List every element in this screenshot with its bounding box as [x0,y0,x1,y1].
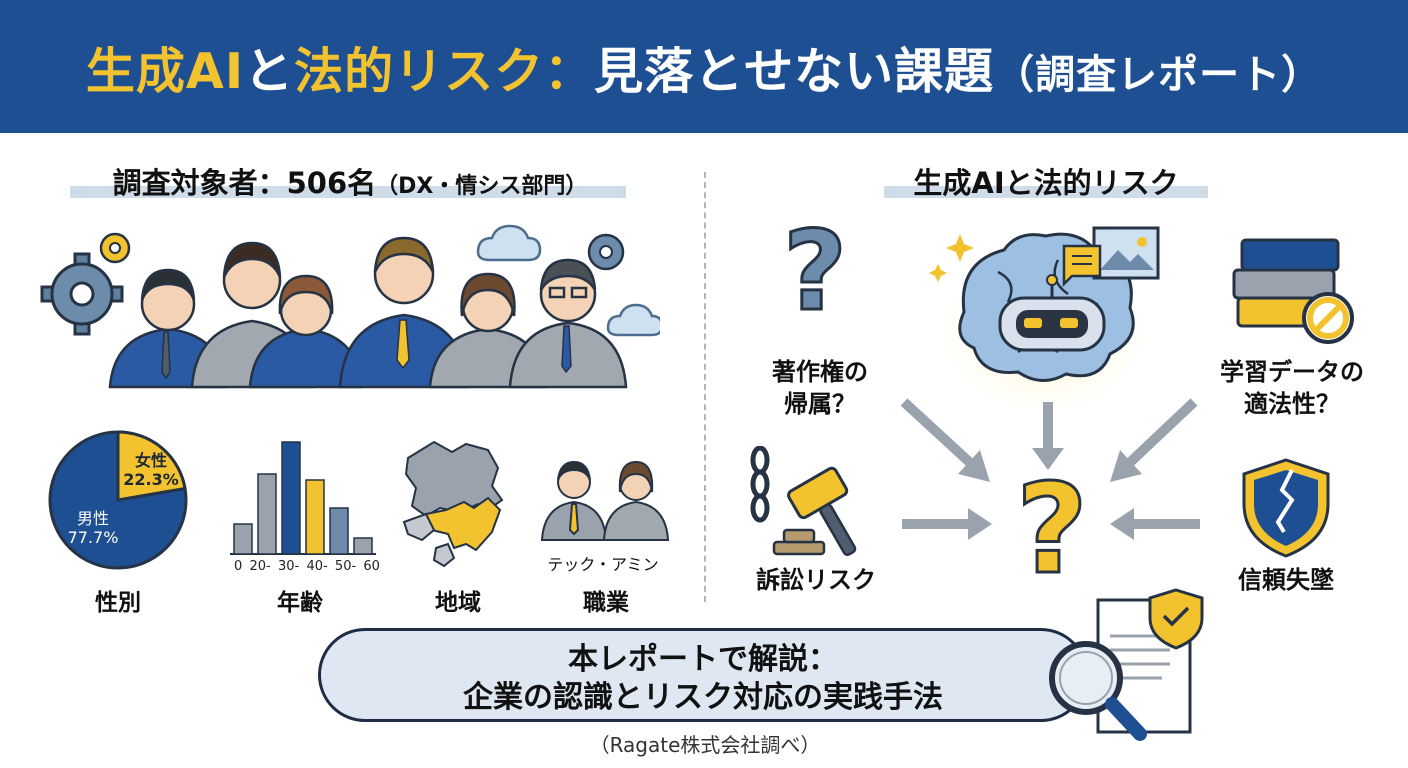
age-tick: 20- [249,559,271,574]
occupation-note: テック・アミン [547,555,659,574]
risk-copyright: 著作権の 帰属？ [772,358,868,418]
title-highlight: 生成AI [85,43,245,100]
age-bar [329,507,349,555]
cracked-shield-icon [1242,458,1330,558]
gear-icon [587,233,625,271]
title-sub: （調査レポート） [994,52,1323,98]
age-caption: 年齢 [277,590,323,616]
survey-people-illustration [40,224,660,389]
age-bar [257,473,277,555]
gear-icon [40,252,124,336]
title-connector: と [244,43,295,100]
summary-text: 本レポートで解説： 企業の認識とリスク対応の実践手法 [318,641,1088,717]
document-inspection-icon [1049,588,1204,741]
pie-female-slice [116,430,187,502]
occupation-caption: 職業 [583,590,629,616]
chain-gavel-icon [750,446,857,557]
cloud-icon [606,303,660,337]
survey-heading: 調査対象者：506名（DX・情シス部門） [50,160,650,202]
books-ban-icon [1232,238,1354,344]
gender-caption: 性別 [95,590,141,616]
age-tick: 0 [234,559,243,574]
header-banner [0,0,1408,133]
summary-banner [318,628,1088,722]
age-tick-labels: 0 20- 30- 40- 50- 60 [234,559,380,574]
gear-icon [99,232,131,264]
age-tick: 60 [363,559,380,574]
sparkle-icon [946,234,974,262]
right-heading-underline [884,186,1208,198]
risk-training-data: 学習データの 適法性？ [1220,358,1364,418]
page-title: 生成AIと法的リスク：見落とせない課題（調査レポート） [0,32,1408,103]
sparkle-icon [929,264,947,282]
risk-trust: 信頼失墜 [1238,566,1334,594]
question-icon: ? [782,207,849,335]
age-tick: 30- [277,559,300,574]
title-main: 見落とせない課題 [594,43,995,100]
summary-line-1: 本レポートで解説： [568,642,838,677]
age-bar [305,479,325,555]
arrow-icon [900,398,982,474]
risk-convergence-arrows [900,398,1200,540]
survey-heading-sub: （DX・情シス部門） [376,174,588,199]
survey-heading-main: 調査対象者：506名 [112,166,377,200]
cloud-icon [476,224,542,262]
female-percent: 22.3% [123,470,179,489]
left-heading-underline [70,186,626,198]
age-bar [281,441,301,555]
male-percent: 77.7% [67,528,119,547]
source-credit: （Ragate株式会社調べ） [589,733,821,757]
title-highlight-2: 法的リスク： [294,43,595,100]
female-label: 女性 [134,451,167,470]
summary-line-2: 企業の認識とリスク対応の実践手法 [463,680,943,715]
age-bar-chart [230,441,376,555]
gender-pie-chart [48,430,188,570]
occupation-illustration [540,460,670,541]
risk-heading: 生成AIと法的リスク [913,166,1179,200]
age-bar [233,523,253,555]
age-tick: 50- [334,559,357,574]
region-map [402,440,504,568]
ai-brain-illustration [924,226,1164,418]
age-tick: 40- [306,559,328,574]
arrow-icon [1118,398,1198,474]
male-label: 男性 [76,509,109,528]
age-bar [353,537,373,555]
risk-litigation: 訴訟リスク [756,566,876,594]
central-question-icon: ? [1015,458,1090,602]
section-divider [704,172,706,602]
region-caption: 地域 [435,590,481,616]
